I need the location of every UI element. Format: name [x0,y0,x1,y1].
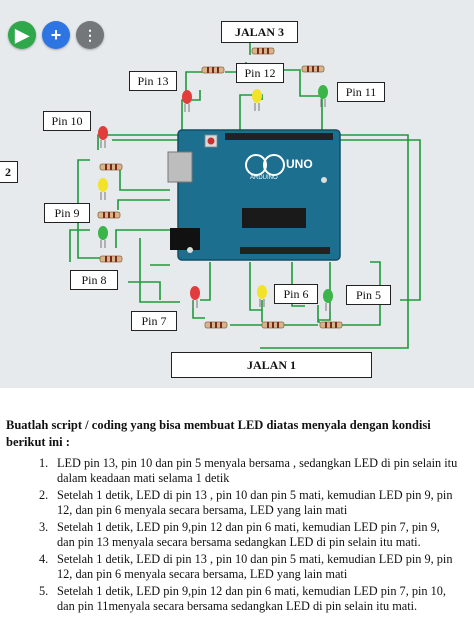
label-pin6: Pin 6 [274,284,318,304]
led-pin6[interactable] [257,285,267,307]
list-item: 5. Setelah 1 detik, LED pin 9,pin 12 dan … [39,584,459,614]
play-button[interactable]: ▶ [8,21,36,49]
list-item: 2. Setelah 1 detik, LED di pin 13 , pin 1… [39,488,459,518]
item-text: Setelah 1 detik, LED di pin 13 , pin 10 … [57,488,453,517]
led-pin10[interactable] [98,126,108,148]
list-item: 4. Setelah 1 detik, LED di pin 13 , pin 1… [39,552,459,582]
plus-icon: + [50,24,62,45]
led-pin12[interactable] [252,89,262,111]
led-pin5[interactable] [323,289,333,311]
label-pin5: Pin 5 [346,285,391,305]
item-number: 1. [39,456,49,470]
add-button[interactable]: + [42,21,70,49]
label-pin10: Pin 10 [43,111,91,131]
resistor-bands [103,48,337,328]
label-jalan3: JALAN 3 [221,21,298,43]
arduino-board[interactable] [167,129,341,261]
led-pin13[interactable] [182,90,192,112]
item-text: Setelah 1 detik, LED pin 9,pin 12 dan pi… [57,520,440,549]
item-text: Setelah 1 detik, LED di pin 13 , pin 10 … [57,552,453,581]
label-pin12: Pin 12 [236,63,284,83]
task-list: 1. LED pin 13, pin 10 dan pin 5 menyala b… [39,456,459,616]
led-pin7[interactable] [190,286,200,308]
label-pin9: Pin 9 [44,203,90,223]
toolbar: ▶ + ⋮ [8,21,104,49]
circuit-diagram [69,39,421,349]
label-jalan1: JALAN 1 [171,352,372,378]
board-logo: UNO [286,157,313,171]
label-pin7: Pin 7 [131,311,177,331]
led-pin11[interactable] [318,85,328,107]
item-number: 5. [39,584,49,598]
circuit-canvas[interactable]: UNO ARDUINO ▶ + ⋮ JALAN 3 Pin 13 Pin 12 … [0,0,474,388]
item-number: 3. [39,520,49,534]
more-vertical-icon: ⋮ [83,26,97,43]
label-pin11: Pin 11 [337,82,385,102]
item-number: 2. [39,488,49,502]
item-text: Setelah 1 detik, LED pin 9,pin 12 dan pi… [57,584,447,613]
list-item: 1. LED pin 13, pin 10 dan pin 5 menyala b… [39,456,459,486]
label-pin13: Pin 13 [129,71,177,91]
board-brand: ARDUINO [250,175,278,181]
item-text: LED pin 13, pin 10 dan pin 5 menyala ber… [57,456,458,485]
play-icon: ▶ [15,24,29,45]
item-number: 4. [39,552,49,566]
led-pin8[interactable] [98,226,108,248]
label-jalan2-fragment: 2 [0,161,18,183]
list-item: 3. Setelah 1 detik, LED pin 9,pin 12 dan … [39,520,459,550]
task-heading: Buatlah script / coding yang bisa membua… [6,418,431,449]
led-pin9[interactable] [98,178,108,200]
more-button[interactable]: ⋮ [76,21,104,49]
label-pin8: Pin 8 [70,270,118,290]
